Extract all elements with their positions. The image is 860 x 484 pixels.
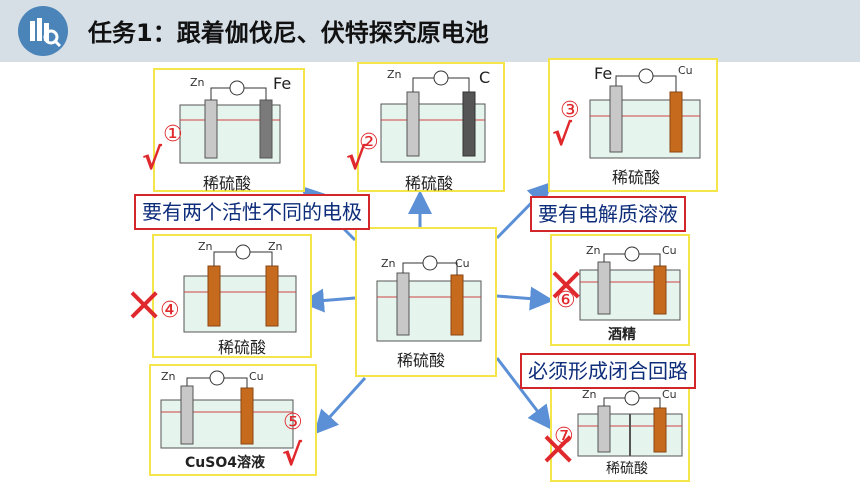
electrode-right-label: C xyxy=(479,68,491,87)
electrode-right-label: Cu xyxy=(662,244,677,257)
electrode-left-label: Zn xyxy=(161,370,176,383)
page-title: 任务1：跟着伽伐尼、伏特探究原电池 xyxy=(88,19,489,47)
panel-5: Zn Cu ⑤ CuSO4溶液 xyxy=(149,364,317,476)
solution-label: 稀硫酸 xyxy=(606,461,648,477)
electrode-left-label: Zn xyxy=(582,388,597,401)
electrode-right-label: Cu xyxy=(678,64,693,77)
electrode-right-label: Cu xyxy=(249,370,264,383)
result-mark-2: √ xyxy=(346,142,367,177)
title-bar: 任务1：跟着伽伐尼、伏特探究原电池 xyxy=(0,0,860,62)
electrode-left-label: Zn xyxy=(190,76,205,89)
arrow-to-panel-5 xyxy=(313,376,367,435)
electrode-left-label: Zn xyxy=(381,257,396,270)
solution-label: 稀硫酸 xyxy=(612,168,661,187)
electrolytic-cell-diagram xyxy=(577,390,683,457)
arrow-to-panel-6 xyxy=(496,286,554,311)
panel-2: Zn C ② 稀硫酸 xyxy=(357,62,505,193)
electrode-right-label: Cu xyxy=(455,257,470,270)
center-panel: Zn Cu 稀硫酸 xyxy=(355,227,497,377)
panel-7: Zn Cu ⑦ 稀硫酸 xyxy=(550,372,690,482)
solution-label: 稀硫酸 xyxy=(218,338,267,357)
electrode-right-label: Zn xyxy=(268,240,283,253)
panel-number: ⑥ xyxy=(556,288,576,313)
electrolytic-cell-diagram xyxy=(160,370,294,449)
panel-number: ① xyxy=(163,122,183,147)
electrode-right-label: Fe xyxy=(273,74,292,93)
solution-label: 稀硫酸 xyxy=(203,174,252,193)
electrode-right-label: Cu xyxy=(662,388,677,401)
electrolytic-cell-diagram xyxy=(183,244,297,333)
panel-4: Zn Zn ④ 稀硫酸 xyxy=(152,234,312,358)
panel-number: ④ xyxy=(160,298,180,323)
result-mark-5: √ xyxy=(282,438,303,473)
electrolytic-cell-diagram xyxy=(179,80,281,164)
arrow-to-panel-4 xyxy=(300,288,356,313)
callout-electrolyte: 要有电解质溶液 xyxy=(530,196,686,232)
solution-label: CuSO4溶液 xyxy=(185,455,265,471)
callout-electrodes: 要有两个活性不同的电极 xyxy=(134,194,370,230)
panel-number: ② xyxy=(359,130,379,155)
panel-6: Zn Cu ⑥ 酒精 xyxy=(550,234,690,346)
electrolytic-cell-diagram xyxy=(589,68,701,159)
solution-label: 稀硫酸 xyxy=(405,174,454,193)
electrode-left-label: Zn xyxy=(198,240,213,253)
electrolytic-cell-diagram xyxy=(579,246,681,321)
electrode-left-label: Zn xyxy=(586,244,601,257)
result-mark-1: √ xyxy=(142,142,163,177)
result-mark-6: × xyxy=(546,256,587,312)
panel-number: ⑦ xyxy=(554,424,574,449)
result-mark-3: √ xyxy=(552,118,573,153)
panel-number: ③ xyxy=(560,98,580,123)
panel-3: Fe Cu ③ 稀硫酸 xyxy=(548,58,718,192)
arrow-to-panel-7 xyxy=(495,357,552,430)
electrode-left-label: Fe xyxy=(594,64,613,83)
electrolytic-cell-diagram xyxy=(380,70,486,163)
callout-circuit: 必须形成闭合回路 xyxy=(520,353,696,389)
panel-number: ⑤ xyxy=(283,410,303,435)
result-mark-7: × xyxy=(538,420,579,476)
arrow-to-panel-3 xyxy=(495,181,553,240)
result-mark-4: × xyxy=(124,276,165,332)
solution-label: 稀硫酸 xyxy=(397,351,446,370)
solution-label: 酒精 xyxy=(608,327,636,343)
electrolytic-cell-diagram xyxy=(376,255,482,342)
panel-1: Zn Fe ① 稀硫酸 xyxy=(153,68,305,193)
electrode-left-label: Zn xyxy=(387,68,402,81)
book-search-icon xyxy=(18,6,68,56)
